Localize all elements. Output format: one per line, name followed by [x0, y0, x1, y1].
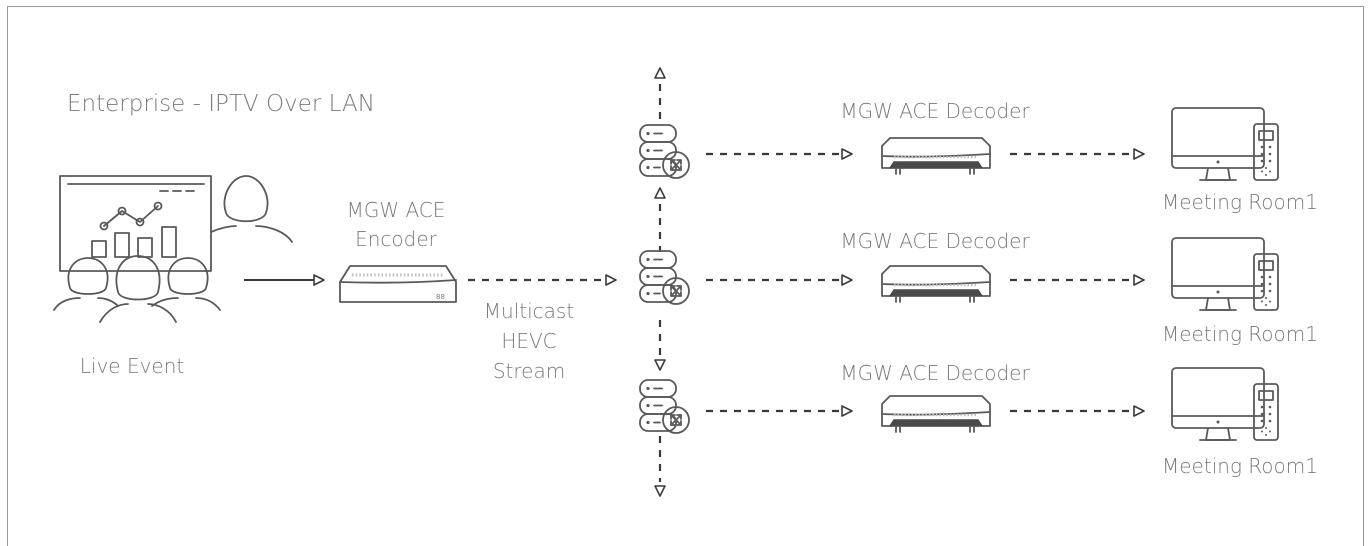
branch-row-3: MGW ACE Decoder Meeting Room1	[639, 361, 1318, 478]
meeting-room-label: Meeting Room1	[1162, 322, 1318, 346]
branch-row-2: MGW ACE Decoder Meeting Room1	[639, 229, 1318, 346]
router-icon	[639, 124, 690, 179]
live-event-icon	[53, 175, 293, 323]
live-event-label: Live Event	[80, 354, 185, 378]
stream-label-line1: Multicast	[484, 299, 574, 323]
decoder-device-icon	[880, 136, 992, 176]
meeting-room-label: Meeting Room1	[1162, 190, 1318, 214]
arrow-down-icon	[654, 485, 666, 497]
arrow-head-icon	[841, 405, 853, 417]
router-icon	[639, 250, 690, 305]
arrow-up-icon	[654, 187, 666, 199]
arrow-head-icon	[313, 274, 325, 286]
diagram-frame	[7, 6, 1364, 546]
monitor-remote-icon	[1171, 107, 1279, 181]
branch-row-1: MGW ACE Decoder Meeting Room1	[639, 99, 1318, 214]
monitor-remote-icon	[1171, 237, 1279, 311]
decoder-device-icon	[880, 394, 992, 434]
arrow-head-icon	[605, 274, 617, 286]
arrow-head-icon	[1133, 405, 1145, 417]
diagram-title: Enterprise - IPTV Over LAN	[67, 91, 375, 117]
arrow-head-icon	[841, 148, 853, 160]
decoder-label: MGW ACE Decoder	[840, 99, 1030, 123]
arrow-down-icon	[654, 359, 666, 371]
router-icon	[639, 379, 690, 434]
encoder-device-icon: 88	[339, 265, 457, 303]
arrow-head-icon	[1133, 148, 1145, 160]
stream-label-line2: HEVC	[501, 329, 556, 353]
decoder-label: MGW ACE Decoder	[840, 229, 1030, 253]
decoder-device-icon	[880, 264, 992, 304]
monitor-remote-icon	[1171, 367, 1279, 441]
meeting-room-label: Meeting Room1	[1162, 454, 1318, 478]
arrow-head-icon	[1133, 274, 1145, 286]
arrow-up-icon	[654, 67, 666, 79]
decoder-label: MGW ACE Decoder	[840, 361, 1030, 385]
encoder-label-line1: MGW ACE	[347, 198, 446, 222]
svg-text:88: 88	[436, 293, 445, 301]
encoder-label-line2: Encoder	[355, 227, 438, 251]
arrow-head-icon	[841, 274, 853, 286]
stream-label-line3: Stream	[493, 359, 565, 383]
